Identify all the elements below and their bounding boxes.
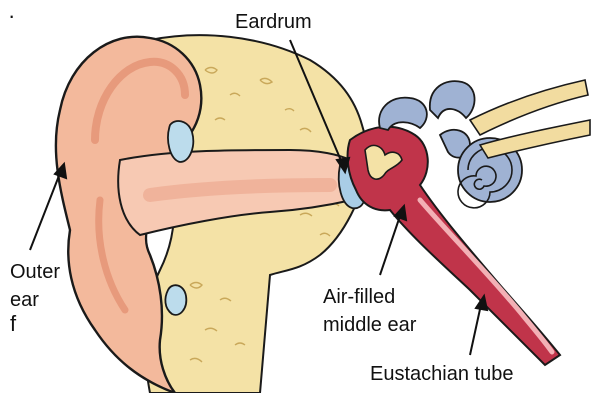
edge-fragment-top-left: · bbox=[8, 4, 15, 28]
cartilage-patch-lower bbox=[165, 285, 186, 315]
label-middle-ear-line2: middle ear bbox=[323, 313, 416, 337]
label-outer-ear-line2: ear bbox=[10, 288, 39, 312]
edge-fragment-bottom-right: f bbox=[10, 312, 16, 336]
label-eardrum: Eardrum bbox=[235, 10, 312, 34]
cartilage-patch-upper bbox=[168, 121, 193, 162]
eustachian-tube-lining bbox=[420, 200, 552, 352]
label-eustachian-tube: Eustachian tube bbox=[370, 362, 513, 386]
label-outer-ear-line1: Outer bbox=[10, 260, 60, 284]
label-middle-ear-line1: Air-filled bbox=[323, 285, 395, 309]
auditory-nerve bbox=[470, 80, 590, 158]
